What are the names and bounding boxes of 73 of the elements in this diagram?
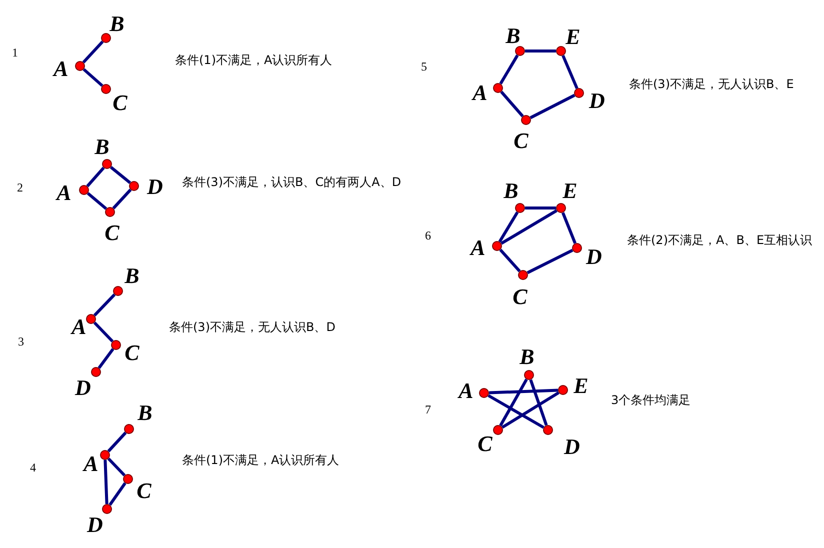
vertex-label: E [566, 26, 580, 48]
vertex-label: B [110, 13, 124, 35]
graph-edge [499, 378, 528, 426]
graph-edge [561, 212, 577, 244]
graph-number: 6 [425, 228, 431, 244]
graph-edge [529, 379, 548, 426]
graph-edge [488, 388, 558, 394]
vertex-label: A [458, 380, 474, 402]
vertex-label: A [84, 453, 98, 475]
vertex-label: E [562, 180, 578, 202]
graph-edge [500, 90, 524, 118]
condition-note: 条件(3)不满足，认识B、C的有两人A、D [182, 175, 402, 189]
vertex-label: D [564, 436, 580, 458]
graph-number: 7 [425, 402, 431, 418]
vertex-label: D [589, 90, 605, 112]
graph-edge [562, 55, 578, 89]
condition-note: 条件(1)不满足，A认识所有人 [175, 53, 332, 67]
vertex-label: B [506, 25, 520, 47]
vertex-label: C [124, 342, 140, 364]
graph-edge [488, 394, 544, 429]
graph-edge [82, 40, 104, 64]
graph-edge [86, 192, 108, 210]
graph-edge [498, 212, 519, 242]
graph-edge [110, 166, 132, 184]
graph-edge [104, 460, 108, 504]
graph-edge [93, 322, 114, 342]
graph-number: 1 [12, 46, 18, 60]
graph-edge [93, 294, 116, 316]
condition-note: 条件(3)不满足，无人认识B、D [169, 320, 336, 334]
graph-edge [530, 94, 576, 120]
vertex-label: D [87, 514, 103, 536]
vertex-label: B [94, 136, 110, 158]
vertex-label: B [138, 402, 152, 424]
vertex-label: D [586, 246, 602, 268]
condition-note: 条件(3)不满足，无人认识B、E [629, 77, 794, 91]
graph-edge [86, 166, 105, 188]
vertex-label: A [72, 316, 86, 338]
vertex-label: A [56, 182, 72, 204]
graph-edge [526, 248, 574, 274]
graph-edge [499, 248, 521, 272]
vertex-label: A [470, 237, 486, 259]
graph-edge [108, 482, 126, 506]
vertex-label: B [520, 346, 534, 368]
vertex-label: C [104, 222, 120, 244]
condition-note: 条件(2)不满足，A、B、E互相认识 [627, 233, 812, 247]
vertex-label: B [504, 180, 518, 202]
graph-number: 2 [17, 180, 23, 196]
graph-number: 5 [421, 60, 427, 74]
vertex-label: E [574, 375, 588, 397]
vertex-label: C [478, 433, 492, 455]
vertex-label: C [136, 480, 152, 502]
graph-edge [525, 206, 556, 210]
graph-edge [525, 50, 556, 52]
vertex-label: C [112, 92, 128, 114]
graph-edge [107, 432, 127, 452]
graph-edge [82, 68, 104, 87]
vertex-label: A [472, 82, 488, 104]
vertex-label: D [147, 176, 163, 198]
graph-number: 4 [30, 460, 36, 476]
graph-edge [500, 209, 558, 245]
vertex-label: C [514, 130, 528, 152]
graph-edge [499, 54, 519, 84]
vertex-label: A [54, 58, 68, 80]
graph-edge [501, 391, 560, 429]
graph-number: 3 [18, 334, 24, 350]
condition-note: 条件(1)不满足，A认识所有人 [182, 453, 340, 467]
vertex-label: B [124, 265, 140, 287]
graph-edge [98, 348, 114, 369]
vertex-label: C [512, 286, 528, 308]
graph-edge [107, 458, 126, 476]
graph-edge [112, 188, 132, 210]
vertex-label: D [75, 377, 91, 399]
condition-note: 3个条件均满足 [611, 393, 691, 407]
